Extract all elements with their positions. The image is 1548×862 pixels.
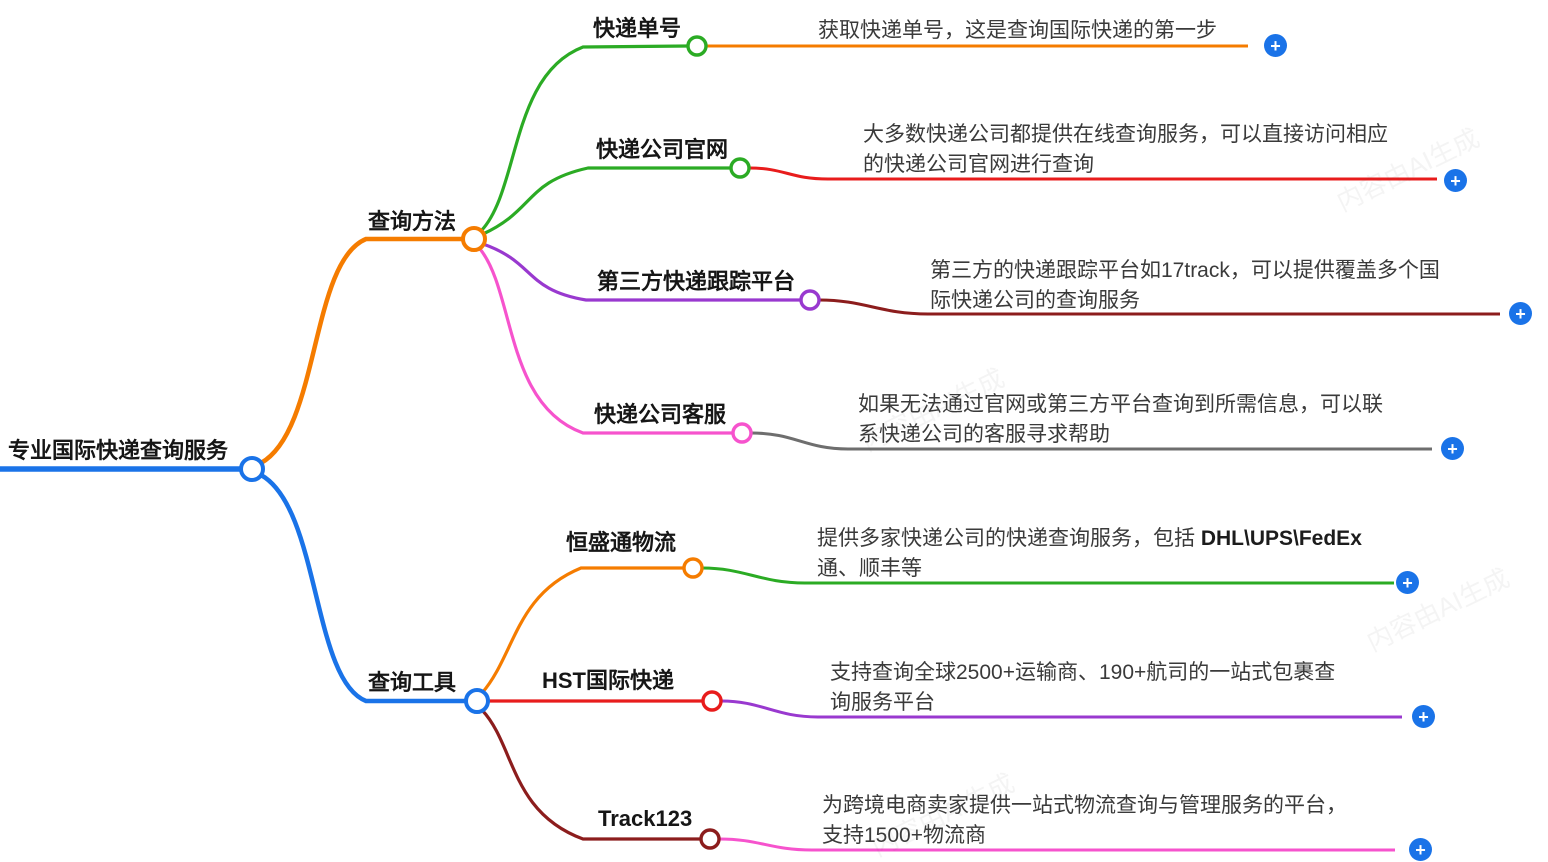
edge-root-to-methods [259,236,463,465]
node-label-tracking-number[interactable]: 快递单号 [593,16,682,41]
desc-line: 如果无法通过官网或第三方平台查询到所需信息，可以联 [858,393,1383,416]
edge-hengshengtong-desc [701,566,1394,585]
node-desc-hst[interactable]: 支持查询全球2500+运输商、190+航司的一站式包裹查 询服务平台 [830,658,1335,718]
node-label-third-party[interactable]: 第三方快递跟踪平台 [597,269,796,294]
node-handle-customer-service[interactable] [731,422,753,444]
desc-line: 获取快递单号，这是查询国际快递的第一步 [818,19,1217,42]
desc-line: 通、顺丰等 [817,557,922,580]
node-label-tools[interactable]: 查询工具 [368,670,457,695]
node-handle-official-site[interactable] [729,157,751,179]
desc-line: 第三方的快递跟踪平台如17track，可以提供覆盖多个国 [930,259,1440,282]
edge-customer-service-desc [750,431,1432,451]
add-child-button[interactable]: + [1444,169,1467,192]
desc-line: 为跨境电商卖家提供一站式物流查询与管理服务的平台， [822,794,1347,817]
desc-line: 际快递公司的查询服务 [930,289,1140,312]
node-desc-official-site[interactable]: 大多数快递公司都提供在线查询服务，可以直接访问相应 的快递公司官网进行查询 [863,120,1388,180]
add-child-button[interactable]: + [1441,437,1464,460]
node-label-customer-service[interactable]: 快递公司客服 [594,402,727,427]
node-label-track123[interactable]: Track123 [598,806,693,831]
desc-line: 系快递公司的客服寻求帮助 [858,423,1110,446]
desc-line: 的快递公司官网进行查询 [863,153,1094,176]
node-label-hengshengtong[interactable]: 恒盛通物流 [566,530,677,555]
add-child-button[interactable]: + [1509,302,1532,325]
node-label-root[interactable]: 专业国际快递查询服务 [8,438,229,463]
node-handle-track123[interactable] [699,828,721,850]
node-label-official-site[interactable]: 快递公司官网 [596,137,729,162]
edge-tools-to-hengshengtong [480,566,684,695]
node-label-hst[interactable]: HST国际快递 [542,668,675,693]
add-child-button[interactable]: + [1396,571,1419,594]
node-desc-tracking-number[interactable]: 获取快递单号，这是查询国际快递的第一步 [818,16,1217,46]
node-handle-tracking-number[interactable] [686,35,708,57]
edge-methods-to-third-party [482,242,800,302]
desc-line: 询服务平台 [830,691,935,714]
add-child-button[interactable]: + [1412,705,1435,728]
node-handle-methods[interactable] [461,226,487,252]
node-handle-root[interactable] [239,456,265,482]
add-child-button[interactable]: + [1264,34,1287,57]
edge-tools-to-track123 [480,708,700,841]
edge-methods-to-official-site [482,166,730,236]
edge-third-party-desc [818,298,1500,316]
desc-line: 提供多家快递公司的快递查询服务，包括 DHL\UPS\FedEx [817,527,1362,550]
node-handle-hengshengtong[interactable] [682,557,704,579]
edge-methods-to-tracking-number [479,44,689,233]
edge-root-to-tools [259,473,466,704]
desc-bold-carriers: DHL\UPS\FedEx [1200,527,1362,550]
desc-line: 大多数快递公司都提供在线查询服务，可以直接访问相应 [863,123,1388,146]
node-handle-hst[interactable] [701,690,723,712]
node-handle-third-party[interactable] [799,289,821,311]
node-handle-tools[interactable] [464,688,490,714]
edge-official-site-desc [748,166,1437,181]
edge-methods-to-customer-service [478,247,732,435]
node-desc-track123[interactable]: 为跨境电商卖家提供一站式物流查询与管理服务的平台， 支持1500+物流商 [822,791,1347,851]
node-label-methods[interactable]: 查询方法 [368,209,457,234]
desc-line: 支持查询全球2500+运输商、190+航司的一站式包裹查 [830,661,1336,684]
edge-track123-desc [718,837,1395,852]
node-desc-customer-service[interactable]: 如果无法通过官网或第三方平台查询到所需信息，可以联 系快递公司的客服寻求帮助 [858,390,1383,450]
desc-line: 支持1500+物流商 [822,824,986,847]
add-child-button[interactable]: + [1409,838,1432,861]
node-desc-hengshengtong[interactable]: 提供多家快递公司的快递查询服务，包括 DHL\UPS\FedEx 通、顺丰等 [817,524,1362,584]
edge-hst-desc [720,699,1402,719]
node-desc-third-party[interactable]: 第三方的快递跟踪平台如17track，可以提供覆盖多个国 际快递公司的查询服务 [930,256,1440,316]
